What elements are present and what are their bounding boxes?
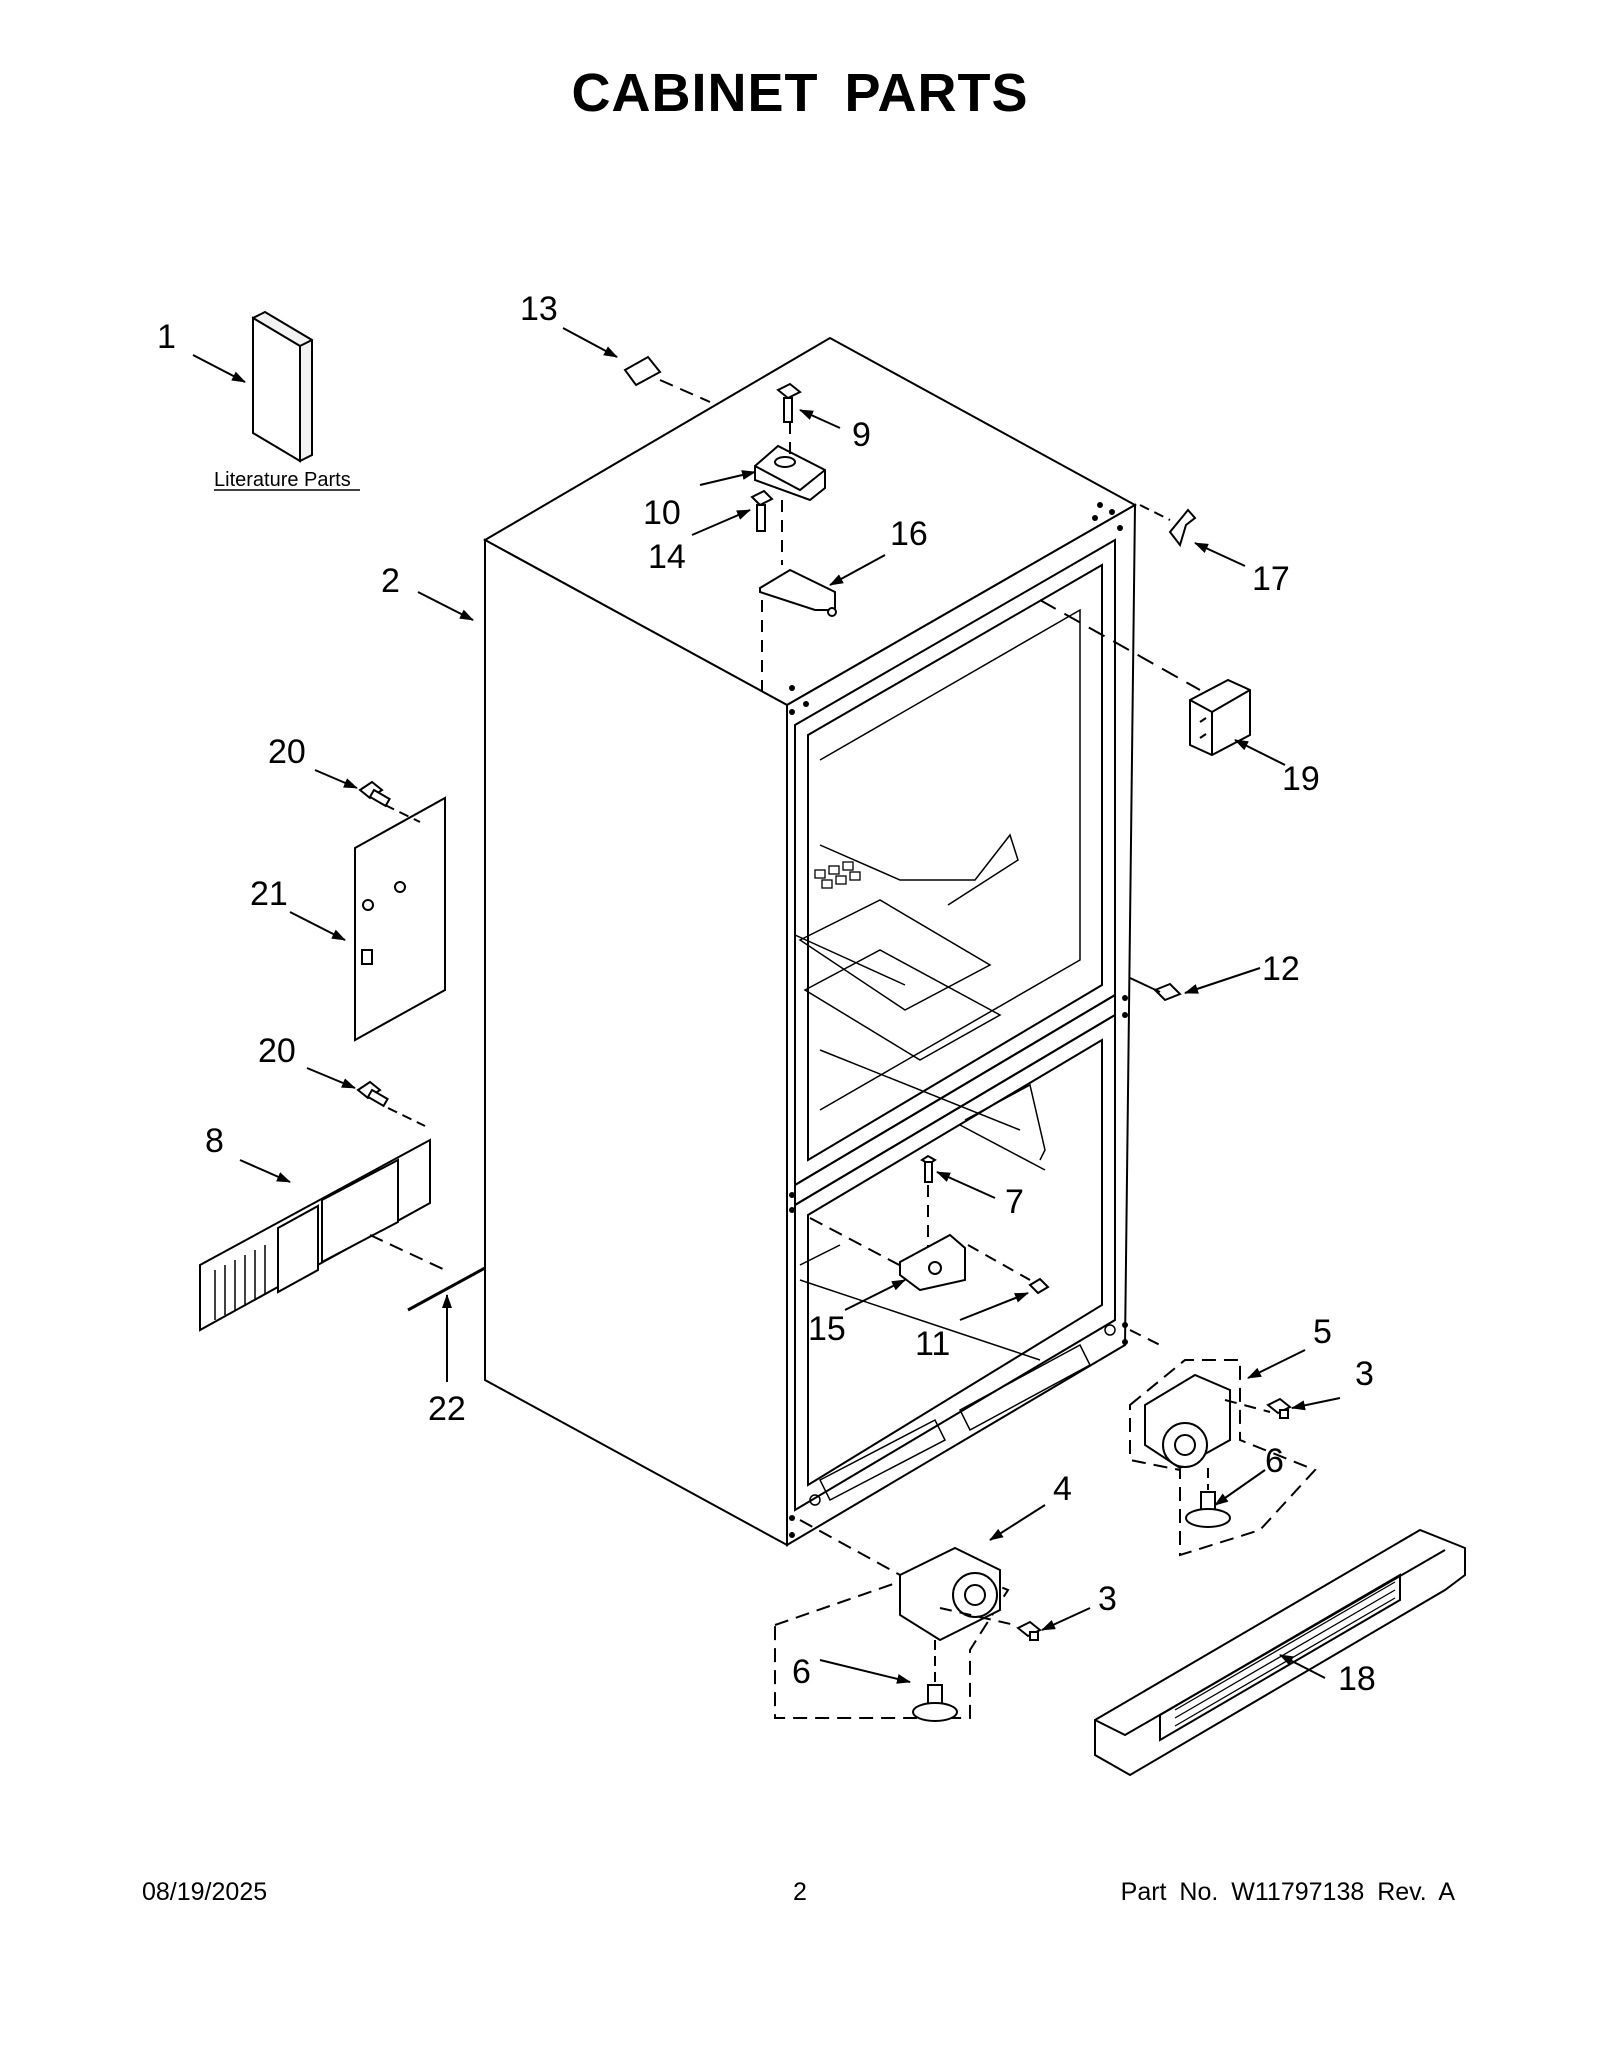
part-14-hinge-screw-icon	[750, 489, 774, 532]
callout-16: 16	[890, 515, 928, 553]
part-6-leveler-upper-icon	[1185, 1491, 1231, 1528]
part-6-leveler-lower-icon	[912, 1684, 958, 1722]
callout-15: 15	[808, 1310, 846, 1348]
part-20-screw-upper-icon	[358, 780, 391, 808]
callout-7: 7	[1005, 1183, 1024, 1221]
callout-20-lower: 20	[258, 1032, 296, 1070]
part-13-label-plate-icon	[623, 355, 662, 387]
part-10-top-hinge-cover-icon	[754, 444, 826, 502]
cabinet-body	[482, 336, 1138, 1547]
part-9-screw-icon	[776, 382, 802, 423]
callout-9: 9	[852, 416, 871, 454]
part-22-tube-icon	[407, 1266, 486, 1312]
callout-3-lower: 3	[1098, 1580, 1117, 1618]
callout-4: 4	[1053, 1470, 1072, 1508]
callout-20-upper: 20	[268, 733, 306, 771]
part-3-screw-lower-icon	[1016, 1620, 1042, 1641]
callout-12: 12	[1262, 950, 1300, 988]
part-11-screw-icon	[1028, 1277, 1050, 1295]
footer-page-number: 2	[793, 1878, 807, 1906]
part-15-center-hinge-icon	[899, 1233, 966, 1292]
part-20-screw-lower-icon	[356, 1080, 389, 1108]
callout-8: 8	[205, 1122, 224, 1160]
callout-17: 17	[1252, 560, 1290, 598]
footer-date: 08/19/2025	[142, 1878, 268, 1906]
part-12-screw-icon	[1129, 977, 1182, 1002]
callout-11: 11	[915, 1325, 950, 1363]
callout-2: 2	[381, 562, 400, 600]
part-8-machine-compartment-panel-icon	[199, 1138, 431, 1332]
part-5-right-roller-icon	[1144, 1373, 1231, 1470]
part-4-left-roller-icon	[899, 1546, 1001, 1642]
callout-1: 1	[157, 318, 176, 356]
literature-parts-label: Literature Parts	[214, 469, 351, 491]
callout-19: 19	[1282, 760, 1320, 798]
page-title: CABINET PARTS	[571, 63, 1029, 123]
callout-6-lower: 6	[792, 1653, 811, 1691]
part-21-access-cover-icon	[354, 796, 446, 1042]
callout-13: 13	[520, 290, 558, 328]
part-3-screw-upper-icon	[1266, 1397, 1292, 1419]
callout-14: 14	[648, 538, 686, 576]
part-16-hinge-bracket-icon	[759, 568, 837, 617]
callout-3-upper: 3	[1355, 1355, 1374, 1393]
leader-arrows	[192, 327, 1341, 1684]
cabinet-holes	[789, 502, 1128, 1538]
part-5-group-outline	[1129, 1359, 1317, 1557]
callout-18: 18	[1338, 1660, 1376, 1698]
callout-10: 10	[643, 494, 681, 532]
callout-21: 21	[250, 875, 288, 913]
part-19-cover-icon	[1189, 678, 1251, 757]
part-7-hinge-pin-icon	[920, 1154, 937, 1183]
callout-22: 22	[428, 1390, 466, 1428]
footer-part-number: Part No. W11797138 Rev. A	[1120, 1878, 1455, 1906]
callout-6-upper: 6	[1265, 1442, 1284, 1480]
part-17-clip-icon	[1168, 508, 1197, 548]
callout-5: 5	[1313, 1313, 1332, 1351]
part-18-base-grille-icon	[1094, 1528, 1466, 1777]
literature-parts-icon	[251, 310, 313, 463]
